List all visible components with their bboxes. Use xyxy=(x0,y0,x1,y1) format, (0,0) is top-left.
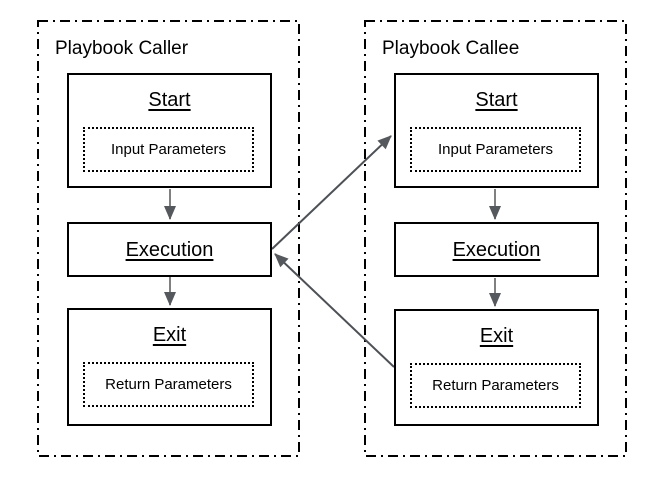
param-label: Return Parameters xyxy=(432,377,559,394)
node-title: Execution xyxy=(452,238,541,261)
panel-playbook-caller: Playbook Caller Start Input Parameters E… xyxy=(37,21,300,457)
panel-playbook-callee: Playbook Callee Start Input Parameters E… xyxy=(364,21,627,457)
param-label: Input Parameters xyxy=(110,141,227,158)
caller-panel-border xyxy=(37,20,300,457)
node-callee-execution: Execution xyxy=(394,222,599,277)
node-caller-start: Start Input Parameters xyxy=(67,73,272,188)
panel-title: Playbook Caller xyxy=(55,38,189,59)
input-parameters-box: Input Parameters xyxy=(83,127,254,172)
arrow-callee-exit-to-caller-execution xyxy=(274,253,395,368)
param-label: Return Parameters xyxy=(105,376,232,393)
node-caller-exit: Exit Return Parameters xyxy=(67,308,272,426)
node-title: Execution xyxy=(125,238,214,261)
node-callee-exit: Exit Return Parameters xyxy=(394,309,599,426)
node-caller-execution: Execution xyxy=(67,222,272,277)
input-parameters-box: Input Parameters xyxy=(410,127,581,172)
panel-title: Playbook Callee xyxy=(382,38,520,59)
callee-panel-border xyxy=(364,20,627,457)
node-title: Exit xyxy=(479,325,514,347)
node-title: Start xyxy=(148,89,191,111)
node-callee-start: Start Input Parameters xyxy=(394,73,599,188)
param-label: Input Parameters xyxy=(437,141,554,158)
return-parameters-box: Return Parameters xyxy=(83,362,254,407)
node-title: Exit xyxy=(152,324,187,346)
return-parameters-box: Return Parameters xyxy=(410,363,581,408)
node-title: Start xyxy=(475,89,518,111)
arrow-caller-execution-to-callee-start xyxy=(271,135,392,250)
